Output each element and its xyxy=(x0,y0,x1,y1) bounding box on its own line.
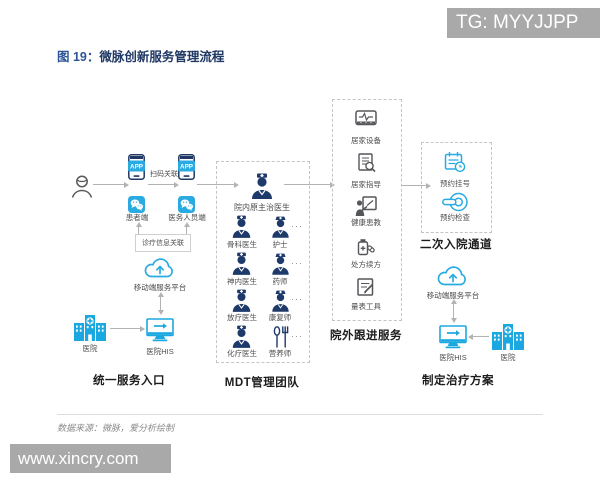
health-education-icon xyxy=(355,196,377,221)
arrow-info-to-staff xyxy=(183,222,190,234)
footer-divider xyxy=(57,414,543,415)
svg-text:APP: APP xyxy=(180,164,193,171)
site-watermark-badge: www.xincry.com xyxy=(10,444,171,473)
figure-number: 图 19： xyxy=(57,50,100,64)
followup-item-label: 健康患教 xyxy=(351,218,381,227)
mdt-member-label: 康复师 xyxy=(268,313,292,322)
arrow-info-to-patient xyxy=(135,222,142,234)
info-link-box: 诊疗信息关联 xyxy=(135,234,191,252)
info-link-label: 诊疗信息关联 xyxy=(142,240,184,247)
figure-title-text: 微脉创新服务管理流程 xyxy=(99,50,225,64)
arrow-followup-to-readmission xyxy=(401,182,431,189)
prescription-renewal-icon xyxy=(356,236,376,261)
mdt-member-label: 骨科医生 xyxy=(227,240,257,249)
home-guidance-icon xyxy=(356,153,376,178)
followup-item-label: 量表工具 xyxy=(351,302,381,311)
cloud-upload-icon xyxy=(436,264,470,293)
staff-app-icon: APP xyxy=(178,154,195,185)
scale-tool-icon xyxy=(356,277,376,302)
mdt-member-label: 化疗医生 xyxy=(227,349,257,358)
his-monitor-icon xyxy=(439,325,467,354)
ellipsis: ··· xyxy=(291,258,303,268)
arrow-cloud-his-2 xyxy=(450,299,457,323)
patient-wechat-label: 患者端 xyxy=(125,213,149,222)
arrow-hospital-to-his xyxy=(110,325,145,332)
arrow-user-to-apps xyxy=(93,181,129,188)
nurse-icon xyxy=(271,252,290,280)
followup-item-label: 居家设备 xyxy=(351,136,381,145)
mdt-member-label: 药师 xyxy=(272,277,288,286)
section-title-entry: 统一服务入口 xyxy=(93,375,165,387)
arrow-hospital-to-his-2 xyxy=(468,333,489,340)
cloud-upload-icon xyxy=(143,256,177,285)
his-monitor-icon xyxy=(146,318,174,347)
patient-app-icon: APP xyxy=(128,154,145,185)
followup-box xyxy=(332,99,402,321)
page-title: 图 19：微脉创新服务管理流程 xyxy=(57,46,224,65)
treatment-cloud-label: 移动端服务平台 xyxy=(426,291,480,300)
lead-doctor-label: 院内原主治医生 xyxy=(234,203,290,212)
appointment-exam-icon xyxy=(442,192,468,217)
section-title-treatment: 制定治疗方案 xyxy=(422,375,494,387)
patient-user-icon xyxy=(69,173,95,204)
readmission-item-label: 预约挂号 xyxy=(440,179,470,188)
entry-cloud-label: 移动端服务平台 xyxy=(133,283,187,292)
appointment-register-icon xyxy=(444,151,466,178)
mdt-member-label: 放疗医生 xyxy=(227,313,257,322)
doctor-icon xyxy=(231,252,252,280)
arrow-apps-to-mdt xyxy=(197,181,239,188)
ellipsis: ··· xyxy=(291,221,303,231)
treatment-hospital-label: 医院 xyxy=(500,353,516,362)
nurse-icon xyxy=(271,289,290,317)
hospital-building-icon xyxy=(73,315,107,346)
patient-wechat-icon xyxy=(128,196,145,218)
mdt-member-label: 神内医生 xyxy=(227,277,257,286)
followup-item-label: 处方续方 xyxy=(351,260,381,269)
staff-wechat-icon xyxy=(178,196,195,218)
arrow-cloud-his xyxy=(157,292,164,315)
entry-his-label: 医院HIS xyxy=(146,347,174,356)
fork-spoon-icon xyxy=(272,326,290,353)
section-title-readmission: 二次入院通道 xyxy=(420,239,492,251)
ellipsis: ··· xyxy=(291,294,303,304)
staff-wechat-label: 医务人员端 xyxy=(168,213,206,222)
doctor-icon xyxy=(231,215,252,243)
treatment-his-label: 医院HIS xyxy=(439,353,467,362)
readmission-item-label: 预约检查 xyxy=(440,213,470,222)
telegram-watermark-text: TG: MYYJJPP xyxy=(456,12,579,33)
mdt-member-label: 护士 xyxy=(272,240,288,249)
followup-item-label: 居家指导 xyxy=(351,180,381,189)
doctor-icon xyxy=(231,289,252,317)
telegram-watermark-badge: TG: MYYJJPP xyxy=(447,8,600,38)
doctor-icon xyxy=(231,325,252,353)
ellipsis: ··· xyxy=(291,331,303,341)
entry-hospital-label: 医院 xyxy=(82,344,98,353)
scan-link-label: 扫码关联 xyxy=(150,171,178,178)
mdt-box xyxy=(216,161,310,363)
svg-text:APP: APP xyxy=(130,164,143,171)
site-watermark-text: www.xincry.com xyxy=(18,448,139,468)
section-title-mdt: MDT管理团队 xyxy=(224,377,300,389)
data-source-note: 数据来源：微脉，爱分析绘制 xyxy=(57,423,175,433)
nurse-icon xyxy=(271,215,290,243)
readmission-box xyxy=(421,142,492,233)
arrow-scan-link xyxy=(148,181,179,188)
hospital-building-icon xyxy=(491,324,525,355)
arrow-mdt-to-followup xyxy=(284,181,335,188)
lead-doctor-icon xyxy=(250,173,274,204)
mdt-member-label: 营养师 xyxy=(268,349,292,358)
home-device-icon xyxy=(355,110,377,131)
section-title-followup: 院外跟进服务 xyxy=(330,330,402,342)
